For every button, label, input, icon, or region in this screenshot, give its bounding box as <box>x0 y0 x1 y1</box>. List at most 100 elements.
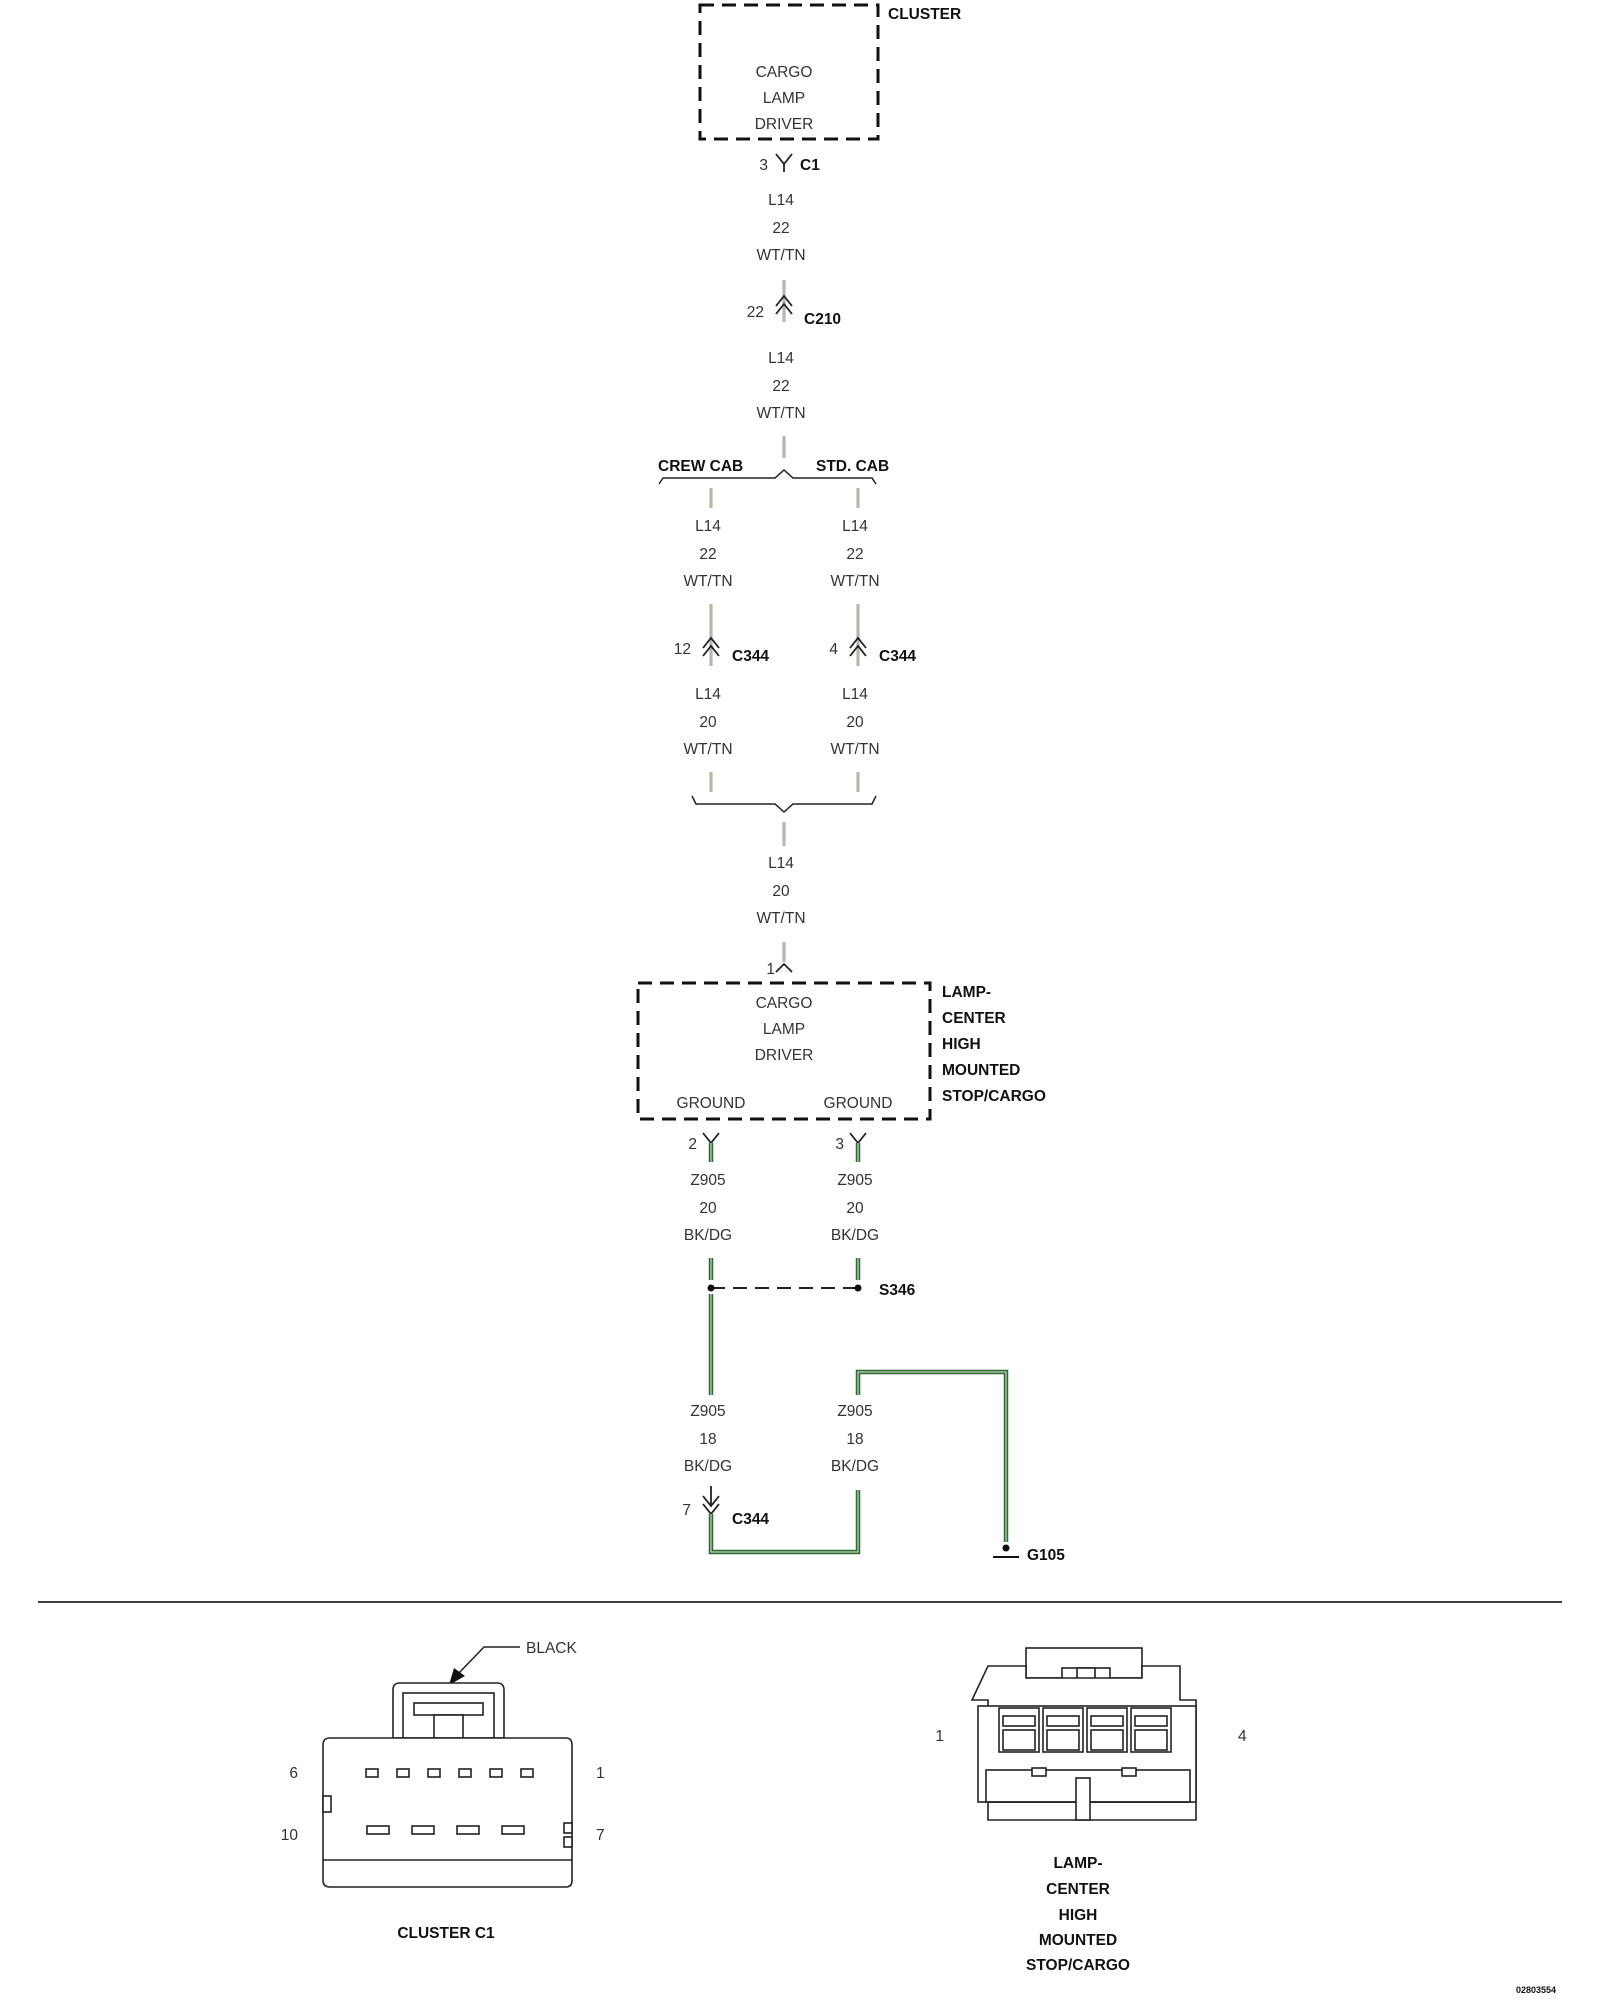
connector-symbol-icon <box>849 636 867 657</box>
ground-wires-upper: Z905 20 BK/DG Z905 20 BK/DG <box>684 1172 879 1244</box>
wire-gauge: 18 <box>699 1431 716 1448</box>
wire-gauge: 22 <box>699 546 716 563</box>
ground-wires-lower: Z905 18 BK/DG Z905 18 BK/DG 7 C344 G105 <box>682 1369 1065 1564</box>
wire-color: BK/DG <box>831 1227 879 1244</box>
c1-pin: 3 <box>759 157 768 174</box>
lamp-name-line-2: CENTER <box>942 1010 1006 1027</box>
wire-circuit: L14 <box>695 686 721 703</box>
wire-color: BK/DG <box>684 1458 732 1475</box>
ground-c344-pin: 7 <box>682 1502 691 1519</box>
lamp-module: CARGO LAMP DRIVER GROUND GROUND LAMP- CE… <box>636 981 1046 1121</box>
connector-symbol-icon <box>775 962 793 973</box>
pin-label: 7 <box>596 1827 605 1844</box>
cluster-c1-connector: 3 C1 <box>759 153 820 174</box>
wire-gauge: 18 <box>846 1431 863 1448</box>
lamp-view-title-line: CENTER <box>1046 1881 1110 1898</box>
cab-branch-brace: CREW CAB STD. CAB <box>658 458 889 485</box>
g105-label: G105 <box>1027 1547 1065 1564</box>
lamp-ground-left: GROUND <box>677 1095 746 1112</box>
connector-symbol-icon <box>775 294 793 315</box>
c210-connector: 22 C210 <box>747 280 841 328</box>
cluster-driver-line-2: LAMP <box>763 90 805 107</box>
cluster-outline <box>698 3 880 141</box>
cluster-driver-line-3: DRIVER <box>755 116 814 133</box>
ground-c344-label: C344 <box>732 1511 769 1528</box>
lamp-driver-line-3: DRIVER <box>755 1047 814 1064</box>
wire-gauge: 20 <box>846 714 864 731</box>
cluster-c1-connector-view: BLACK 6 1 10 7 CLUSTER C1 <box>281 1640 605 1942</box>
pin-label: 1 <box>596 1765 605 1782</box>
connector-symbol-icon <box>849 1132 867 1145</box>
splice-label: S346 <box>879 1282 916 1299</box>
wire-gauge: 20 <box>699 1200 717 1217</box>
crew-cab-branch: L14 22 WT/TN 12 C344 L14 20 WT/TN <box>674 488 769 792</box>
ground-wire-to-g105 <box>855 1369 1009 1542</box>
wire-l14-22-upper: L14 22 WT/TN <box>756 192 805 264</box>
lamp-view-title-line: MOUNTED <box>1039 1932 1117 1949</box>
lamp-driver-line-1: CARGO <box>756 995 813 1012</box>
cluster-driver-line-1: CARGO <box>756 64 813 81</box>
wire-circuit: L14 <box>768 192 794 209</box>
lamp-ground-right: GROUND <box>824 1095 893 1112</box>
brace-icon <box>658 468 877 485</box>
ground-pin-2: 2 <box>688 1136 697 1153</box>
wire-color: WT/TN <box>830 573 879 590</box>
c210-label: C210 <box>804 311 841 328</box>
wire-gauge: 20 <box>699 714 717 731</box>
arrow-icon <box>449 1668 465 1685</box>
wire-circuit: Z905 <box>690 1172 725 1189</box>
c1-label: C1 <box>800 157 820 174</box>
splice-s346: S346 <box>707 1258 916 1395</box>
lamp-ground-pins: 2 3 <box>688 1132 867 1162</box>
crew-cab-label: CREW CAB <box>658 458 743 475</box>
merged-wire: L14 20 WT/TN 1 <box>756 822 806 978</box>
lamp-name-line-1: LAMP- <box>942 984 991 1001</box>
lamp-name-line-5: STOP/CARGO <box>942 1088 1046 1105</box>
connector-symbol-icon <box>775 153 793 172</box>
wire-gauge: 20 <box>772 883 790 900</box>
wire-color: BK/DG <box>684 1227 732 1244</box>
std-cab-label: STD. CAB <box>816 458 889 475</box>
lamp-view-title-line: HIGH <box>1059 1907 1098 1924</box>
wire-color: WT/TN <box>756 247 805 264</box>
wire-l14-22-lower: L14 22 WT/TN <box>756 350 806 458</box>
merge-brace-icon <box>691 795 877 814</box>
std-c344-label: C344 <box>879 648 916 665</box>
std-c344-pin: 4 <box>829 641 838 658</box>
lamp-driver-line-2: LAMP <box>763 1021 805 1038</box>
connector-symbol-icon <box>702 636 720 657</box>
pin-label: 4 <box>1238 1728 1247 1745</box>
crew-c344-pin: 12 <box>674 641 691 658</box>
wire-color: WT/TN <box>830 741 879 758</box>
wire-gauge: 22 <box>846 546 863 563</box>
cluster-module: CLUSTER CARGO LAMP DRIVER <box>698 3 961 141</box>
figure-code: 02803554 <box>1516 1985 1556 1995</box>
wire-circuit: L14 <box>842 518 868 535</box>
wire-color: WT/TN <box>683 741 732 758</box>
wire-circuit: L14 <box>768 350 794 367</box>
wire-color: BK/DG <box>831 1458 879 1475</box>
lamp-view-title-line: LAMP- <box>1053 1855 1102 1872</box>
connector-symbol-icon <box>702 1132 720 1145</box>
pin-label: 10 <box>281 1827 299 1844</box>
wire-gauge: 22 <box>772 378 789 395</box>
ground-pin-3: 3 <box>835 1136 844 1153</box>
wire-circuit: Z905 <box>837 1172 872 1189</box>
lamp-name-line-4: MOUNTED <box>942 1062 1020 1079</box>
wire-gauge: 22 <box>772 220 789 237</box>
crew-c344-label: C344 <box>732 648 769 665</box>
lamp-name-line-3: HIGH <box>942 1036 981 1053</box>
pin-label: 1 <box>935 1728 944 1745</box>
wire-circuit: Z905 <box>690 1403 725 1420</box>
splice-dot-icon <box>854 1284 862 1292</box>
wire-circuit: Z905 <box>837 1403 872 1420</box>
wire-circuit: L14 <box>842 686 868 703</box>
std-cab-branch: L14 22 WT/TN 4 C344 L14 20 WT/TN <box>829 488 916 792</box>
lamp-connector-view: 1 4 LAMP- CENTER HIGH MOUNTED STOP/CARGO <box>935 1647 1247 1974</box>
c210-pin: 22 <box>747 304 764 321</box>
wire-color: WT/TN <box>756 910 805 927</box>
lamp-input-pin: 1 <box>766 961 775 978</box>
wire-circuit: L14 <box>768 855 794 872</box>
connector-color-label: BLACK <box>526 1640 577 1657</box>
